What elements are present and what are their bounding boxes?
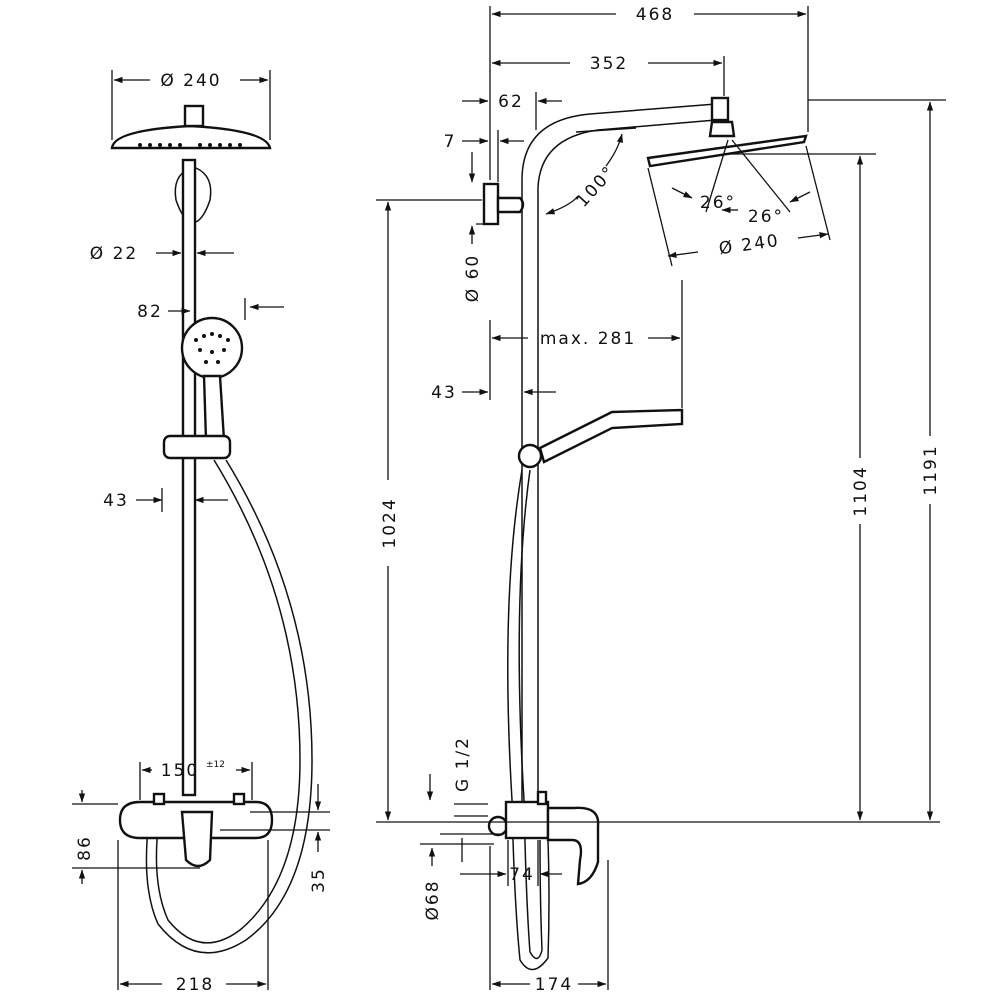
side-thread-label: G 1/2 bbox=[453, 736, 473, 792]
front-mixer-lever bbox=[180, 810, 214, 868]
front-inlet-right bbox=[232, 792, 246, 806]
front-hand-shower-head bbox=[180, 316, 244, 380]
front-view: Ø 240 Ø 22 82 43 150 ±12 86 35 218 bbox=[72, 70, 330, 995]
side-spray-angle-left-label: 26° bbox=[700, 193, 736, 213]
side-max-reach-label: max. 281 bbox=[540, 329, 636, 349]
front-mixer-width-label: 218 bbox=[176, 975, 214, 995]
side-inlet-width-label: 74 bbox=[509, 865, 535, 885]
side-head-nozzle-joint bbox=[708, 120, 736, 138]
side-overall-projection-label: 468 bbox=[636, 5, 674, 25]
side-head-diameter-label: Ø 240 bbox=[718, 231, 781, 259]
side-escutcheon-diameter-label: Ø68 bbox=[423, 879, 443, 920]
side-mixer-lever bbox=[546, 806, 600, 886]
side-arm-projection-label: 352 bbox=[590, 54, 628, 74]
side-head-height-label: 1104 bbox=[851, 465, 871, 516]
side-holder-knob bbox=[517, 443, 543, 469]
front-mixer-height-label: 86 bbox=[75, 835, 95, 861]
front-hand-offset-label: 82 bbox=[137, 302, 163, 322]
side-spray-angle-right-label: 26° bbox=[748, 207, 784, 227]
front-shower-head bbox=[110, 124, 272, 150]
side-rail-offset-label: 43 bbox=[431, 383, 457, 403]
front-rail-offset-label: 43 bbox=[103, 491, 129, 511]
front-head-connector bbox=[183, 104, 205, 128]
side-view: 468 352 62 7 Ø 60 100° 26° 26° Ø 240 max… bbox=[376, 5, 946, 995]
front-head-nozzles bbox=[138, 143, 242, 147]
side-escutcheon bbox=[487, 815, 509, 837]
side-bracket-arm bbox=[496, 196, 525, 214]
side-mixer-inlet bbox=[536, 790, 548, 806]
side-hand-shower bbox=[538, 408, 684, 464]
front-slider bbox=[162, 434, 232, 460]
side-flange-diameter-label: Ø 60 bbox=[463, 254, 483, 302]
front-tolerance-label: ±12 bbox=[206, 760, 225, 770]
front-spacing-label: 150 bbox=[161, 761, 199, 781]
side-overall-height-label: 1191 bbox=[921, 444, 941, 495]
front-inlet-left bbox=[152, 792, 166, 806]
front-riser-pipe bbox=[181, 158, 197, 797]
front-pipe-diameter-label: Ø 22 bbox=[90, 244, 138, 264]
side-bracket-height-label: 1024 bbox=[380, 497, 400, 548]
front-mixer-offset-label: 35 bbox=[309, 867, 329, 893]
side-rain-head bbox=[646, 134, 808, 168]
side-arm-offset-label: 62 bbox=[498, 92, 524, 112]
side-wall-bracket bbox=[482, 182, 500, 226]
front-hand-shower-handle bbox=[202, 374, 226, 442]
side-mixer-body bbox=[504, 800, 550, 840]
side-head-connector bbox=[710, 96, 730, 122]
side-wall-gap-label: 7 bbox=[444, 132, 457, 152]
front-hand-nozzles bbox=[194, 332, 230, 364]
side-mixer-depth-label: 174 bbox=[535, 975, 573, 995]
side-head-angle-label: 100° bbox=[572, 162, 620, 212]
front-head-diameter-label: Ø 240 bbox=[160, 71, 221, 91]
